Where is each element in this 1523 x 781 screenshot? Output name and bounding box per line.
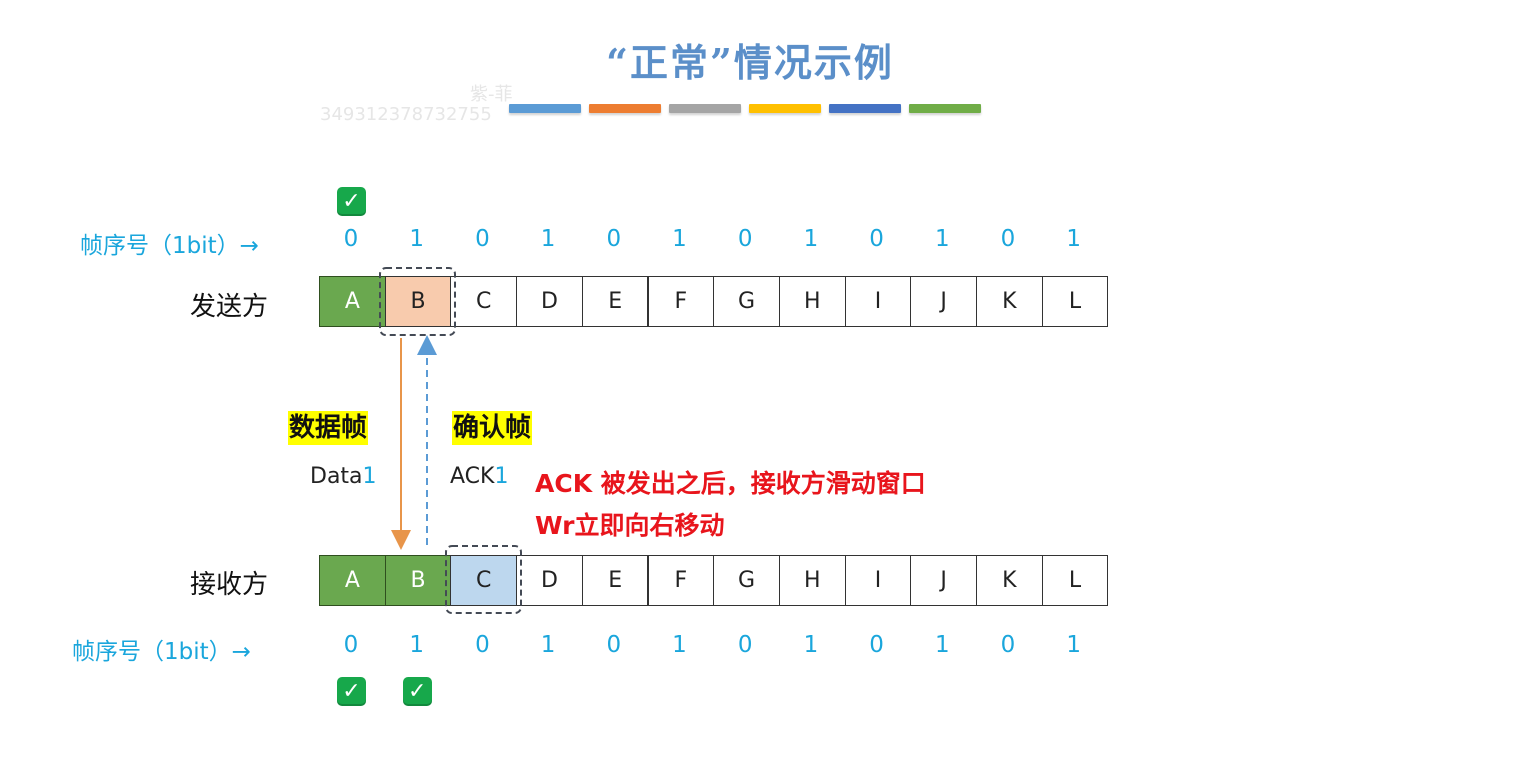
sender-seq-number: 1: [672, 226, 687, 252]
receiver-frame-cell: I: [844, 555, 912, 606]
sender-seq-number: 0: [343, 226, 359, 252]
check-mark-icon: ✓: [402, 677, 432, 706]
sender-frame-cell: C: [450, 276, 518, 327]
receiver-seq-number: 0: [869, 632, 884, 658]
receiver-frame-cell: B: [384, 555, 452, 606]
color-bar-segment: [749, 104, 821, 113]
sender-frame-cell: L: [1041, 276, 1109, 327]
explanation-note: ACK 被发出之后，接收方滑动窗口Wr立即向右移动: [535, 469, 926, 540]
sender-frame-cell: H: [778, 276, 846, 327]
receiver-frame-cell: J: [910, 555, 977, 606]
sender-frame-cell: D: [516, 276, 583, 327]
sender-seq-number: 1: [409, 226, 424, 252]
receiver-seq-number: 0: [475, 632, 490, 658]
sender-frame-cell: G: [713, 276, 780, 327]
receiver-frame-cell: A: [319, 555, 386, 606]
receiver-frame-cell: G: [713, 555, 780, 606]
receiver-frame-cell: E: [581, 555, 649, 606]
sender-seq-number: 1: [803, 226, 819, 252]
sender-seq-number: 0: [1000, 226, 1016, 252]
color-bar-segment: [509, 104, 581, 113]
slide-title: “正常”情况示例: [606, 40, 894, 85]
receiver-seq-number: 1: [409, 632, 424, 658]
watermark-name: 紫-菲: [470, 84, 513, 105]
sender-frame-cell: K: [976, 276, 1043, 327]
sender-seq-number: 0: [606, 226, 622, 252]
check-mark-icon: ✓: [337, 187, 366, 216]
receiver-seq-number: 0: [1000, 632, 1016, 658]
receiver-seq-number: 0: [606, 632, 622, 658]
sender-window: [379, 267, 456, 336]
sender-seq-number: 0: [869, 226, 884, 252]
receiver-frame-cell: K: [976, 555, 1043, 606]
color-bar-segment: [669, 104, 741, 113]
data-frame-label: 数据帧: [288, 411, 369, 445]
sender-seq-number: 1: [934, 226, 950, 252]
receiver-window: [445, 545, 522, 614]
sender-seq-number: 1: [540, 226, 556, 252]
data-frame-text: Data1: [310, 464, 377, 489]
receiver-seq-number: 1: [934, 632, 950, 658]
receiver-label: 接收方: [190, 570, 269, 600]
receiver-frame-cell: F: [647, 555, 715, 606]
receiver-seq-number: 1: [672, 632, 687, 658]
sender-seq-number: 0: [475, 226, 490, 252]
receiver-seq-number: 1: [1066, 632, 1081, 658]
receiver-seq-number: 1: [803, 632, 819, 658]
sender-seq-number: 0: [737, 226, 753, 252]
color-bar-segment: [829, 104, 901, 113]
color-bar-segment: [909, 104, 981, 113]
receiver-frame-cell: H: [778, 555, 846, 606]
receiver-seq-label: 帧序号（1bit）→: [72, 639, 251, 665]
color-bar-segment: [589, 104, 661, 113]
sender-frame-cell: B: [384, 276, 452, 327]
ack-frame-label: 确认帧: [452, 411, 533, 445]
receiver-seq-number: 1: [540, 632, 556, 658]
sender-frame-cell: A: [319, 276, 386, 327]
watermark-id: 349312378732755: [320, 104, 492, 125]
sender-seq-label: 帧序号（1bit）→: [80, 233, 259, 259]
ack-frame-text: ACK1: [450, 464, 509, 489]
check-mark-icon: ✓: [337, 677, 366, 706]
sender-frame-cell: E: [581, 276, 649, 327]
receiver-frame-cell: D: [516, 555, 583, 606]
receiver-seq-number: 0: [737, 632, 753, 658]
sender-frame-cell: J: [910, 276, 977, 327]
sender-seq-number: 1: [1066, 226, 1081, 252]
receiver-seq-number: 0: [343, 632, 359, 658]
receiver-frame-cell: L: [1041, 555, 1109, 606]
sender-label: 发送方: [190, 292, 269, 322]
